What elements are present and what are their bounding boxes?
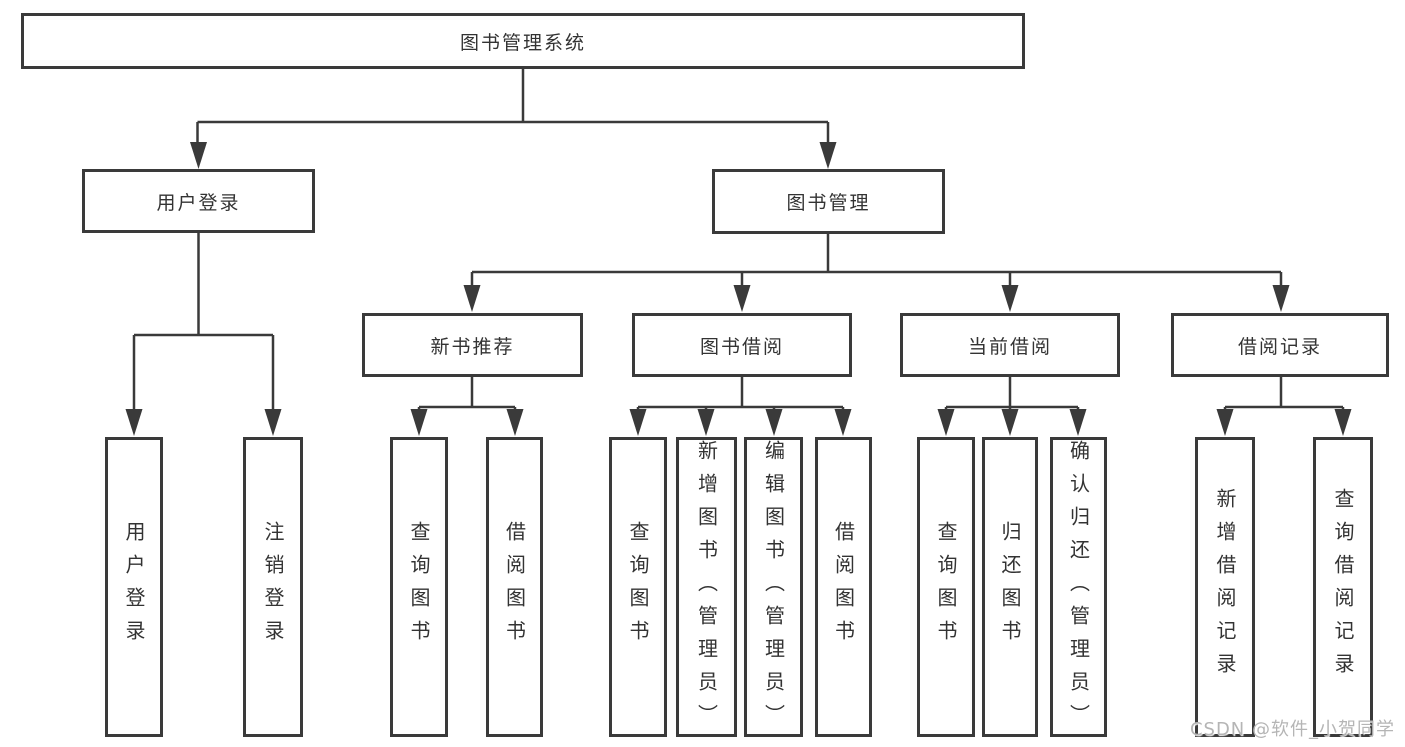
node-label: 归还图书: [998, 521, 1022, 653]
node-borrow-books-recommend: 借阅图书: [486, 437, 543, 737]
node-logout: 注销登录: [243, 437, 303, 737]
node-label: 借阅图书: [502, 521, 527, 653]
node-label: 查询图书: [407, 521, 431, 653]
node-query-books-recommend: 查询图书: [390, 437, 448, 737]
node-query-books-borrow: 查询图书: [609, 437, 667, 737]
node-query-borrow-record: 查询借阅记录: [1313, 437, 1373, 737]
node-book-management: 图书管理: [712, 169, 945, 234]
node-book-borrow: 图书借阅: [632, 313, 852, 377]
node-user-login-action: 用户登录: [105, 437, 163, 737]
node-borrow-records: 借阅记录: [1171, 313, 1389, 377]
node-label: 编辑图书（管理员）: [761, 440, 786, 737]
arrowheads: [125, 142, 1352, 436]
node-label: 借阅图书: [831, 521, 856, 653]
node-label: 用户登录: [122, 521, 146, 653]
node-current-borrow: 当前借阅: [900, 313, 1120, 377]
node-label: 确认归还（管理员）: [1066, 440, 1091, 737]
node-add-borrow-record: 新增借阅记录: [1195, 437, 1255, 737]
node-label: 新增借阅记录: [1213, 488, 1237, 686]
node-root-library-system: 图书管理系统: [21, 13, 1025, 69]
node-user-login: 用户登录: [82, 169, 315, 233]
node-label: 新增图书（管理员）: [694, 440, 719, 737]
node-confirm-return-admin: 确认归还（管理员）: [1050, 437, 1107, 737]
node-label: 查询借阅记录: [1331, 488, 1355, 686]
connector-paths: [132, 69, 1345, 415]
node-return-books: 归还图书: [982, 437, 1038, 737]
node-label: 注销登录: [261, 521, 285, 653]
node-query-books-current: 查询图书: [917, 437, 975, 737]
node-add-books-admin: 新增图书（管理员）: [676, 437, 737, 737]
csdn-watermark: CSDN @软件_小贺同学: [1189, 719, 1395, 740]
node-new-book-recommend: 新书推荐: [362, 313, 583, 377]
node-edit-books-admin: 编辑图书（管理员）: [744, 437, 803, 737]
node-label: 查询图书: [626, 521, 650, 653]
node-label: 查询图书: [934, 521, 958, 653]
node-borrow-books-action: 借阅图书: [815, 437, 872, 737]
